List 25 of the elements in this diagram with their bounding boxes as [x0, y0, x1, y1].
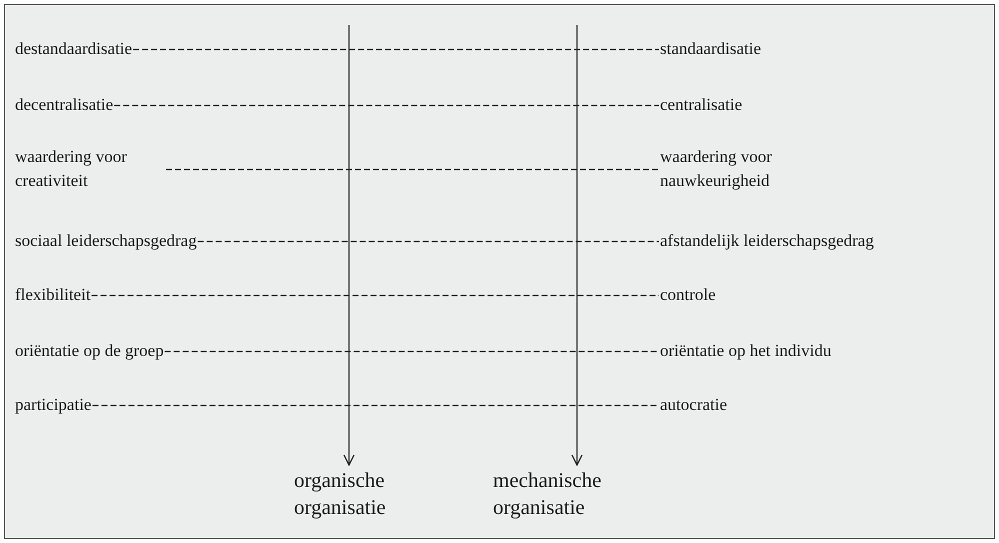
dashed-line	[164, 350, 659, 352]
arrow	[343, 25, 355, 466]
dashed-line	[92, 404, 659, 406]
node-text: oriëntatie op het individu	[660, 339, 832, 363]
dashed-line	[114, 104, 659, 106]
node-text: waardering voor creativiteit	[15, 145, 165, 193]
node-text: afstandelijk leiderschapsgedrag	[660, 229, 874, 253]
node-text: centralisatie	[660, 93, 742, 117]
node-text: participatie	[15, 393, 92, 417]
node-text: oriëntatie op de groep	[15, 339, 164, 363]
dashed-line	[166, 168, 659, 170]
node-text: decentralisatie	[15, 93, 114, 117]
arrow	[571, 25, 583, 466]
node-text: waardering voor nauwkeurigheid	[660, 145, 860, 193]
node-text: sociaal leiderschapsgedrag	[15, 229, 197, 253]
node-text: controle	[660, 283, 716, 307]
node-text: organische organisatie	[294, 467, 394, 521]
dashed-line	[198, 240, 659, 242]
node-text: autocratie	[660, 393, 728, 417]
dashed-line	[133, 48, 659, 50]
node-text: standaardisatie	[660, 37, 762, 61]
node-text: destandaardisatie	[15, 37, 132, 61]
node-text: mechanische organisatie	[493, 467, 613, 521]
dashed-line	[92, 294, 659, 296]
node-text: flexibiliteit	[15, 283, 91, 307]
